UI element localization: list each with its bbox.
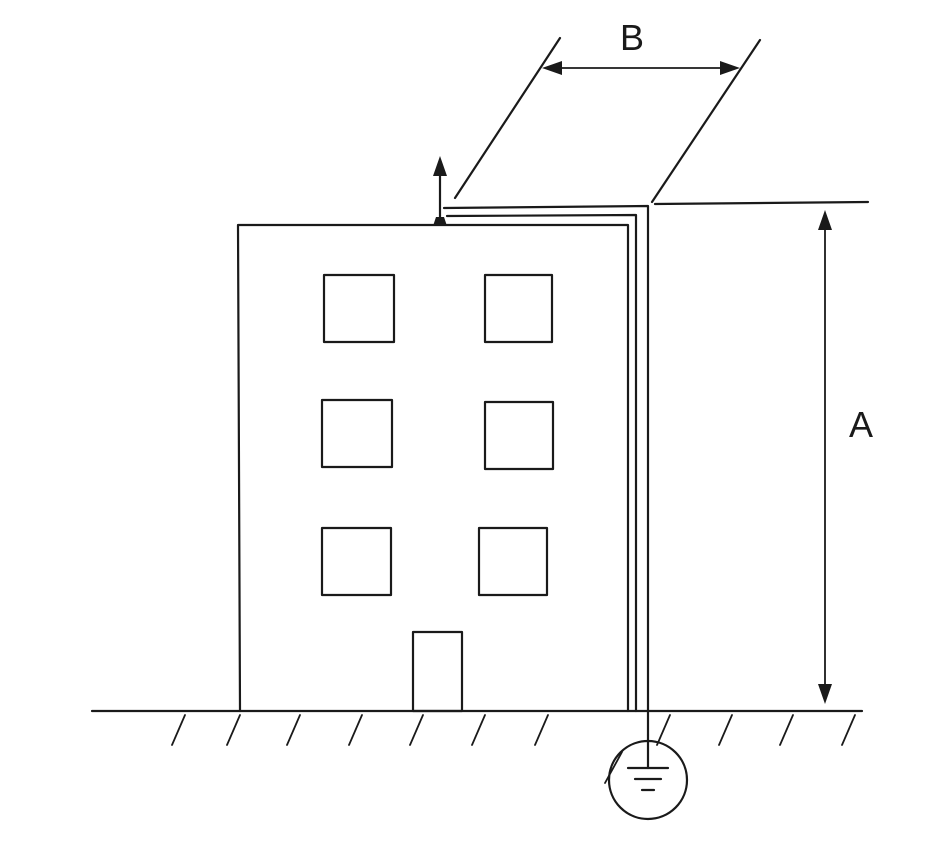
window bbox=[477, 526, 549, 597]
air-terminal-arrow-icon bbox=[433, 156, 447, 176]
plane-right-edge bbox=[650, 38, 762, 204]
window bbox=[483, 400, 555, 471]
dimension-b-label: B bbox=[620, 17, 644, 58]
door bbox=[411, 630, 464, 713]
window bbox=[322, 273, 396, 344]
ground bbox=[90, 709, 864, 746]
dimension-a-label: A bbox=[849, 404, 873, 445]
plane-left-edge bbox=[453, 36, 562, 200]
dimension-b-right-arrow-icon bbox=[720, 61, 740, 75]
window bbox=[320, 526, 393, 597]
electrode-hatch bbox=[604, 751, 623, 784]
air-terminal bbox=[433, 156, 447, 226]
down-conductor-line bbox=[442, 204, 650, 737]
window bbox=[483, 273, 554, 344]
building-outline bbox=[236, 223, 630, 713]
dimension-a-bottom-arrow-icon bbox=[818, 684, 832, 704]
down-conductor bbox=[442, 204, 689, 821]
dimension-a: A bbox=[818, 210, 873, 704]
dimension-a-top-arrow-icon bbox=[818, 210, 832, 230]
dimension-b-left-arrow-icon bbox=[542, 61, 562, 75]
building bbox=[236, 223, 630, 713]
down-conductor-inner bbox=[445, 213, 638, 713]
window bbox=[320, 398, 394, 469]
air-terminal-base bbox=[433, 217, 447, 226]
ground-hatching bbox=[171, 714, 856, 746]
dimension-b: B bbox=[542, 17, 740, 75]
protection-plane bbox=[453, 36, 870, 206]
plane-front-edge bbox=[653, 200, 870, 206]
